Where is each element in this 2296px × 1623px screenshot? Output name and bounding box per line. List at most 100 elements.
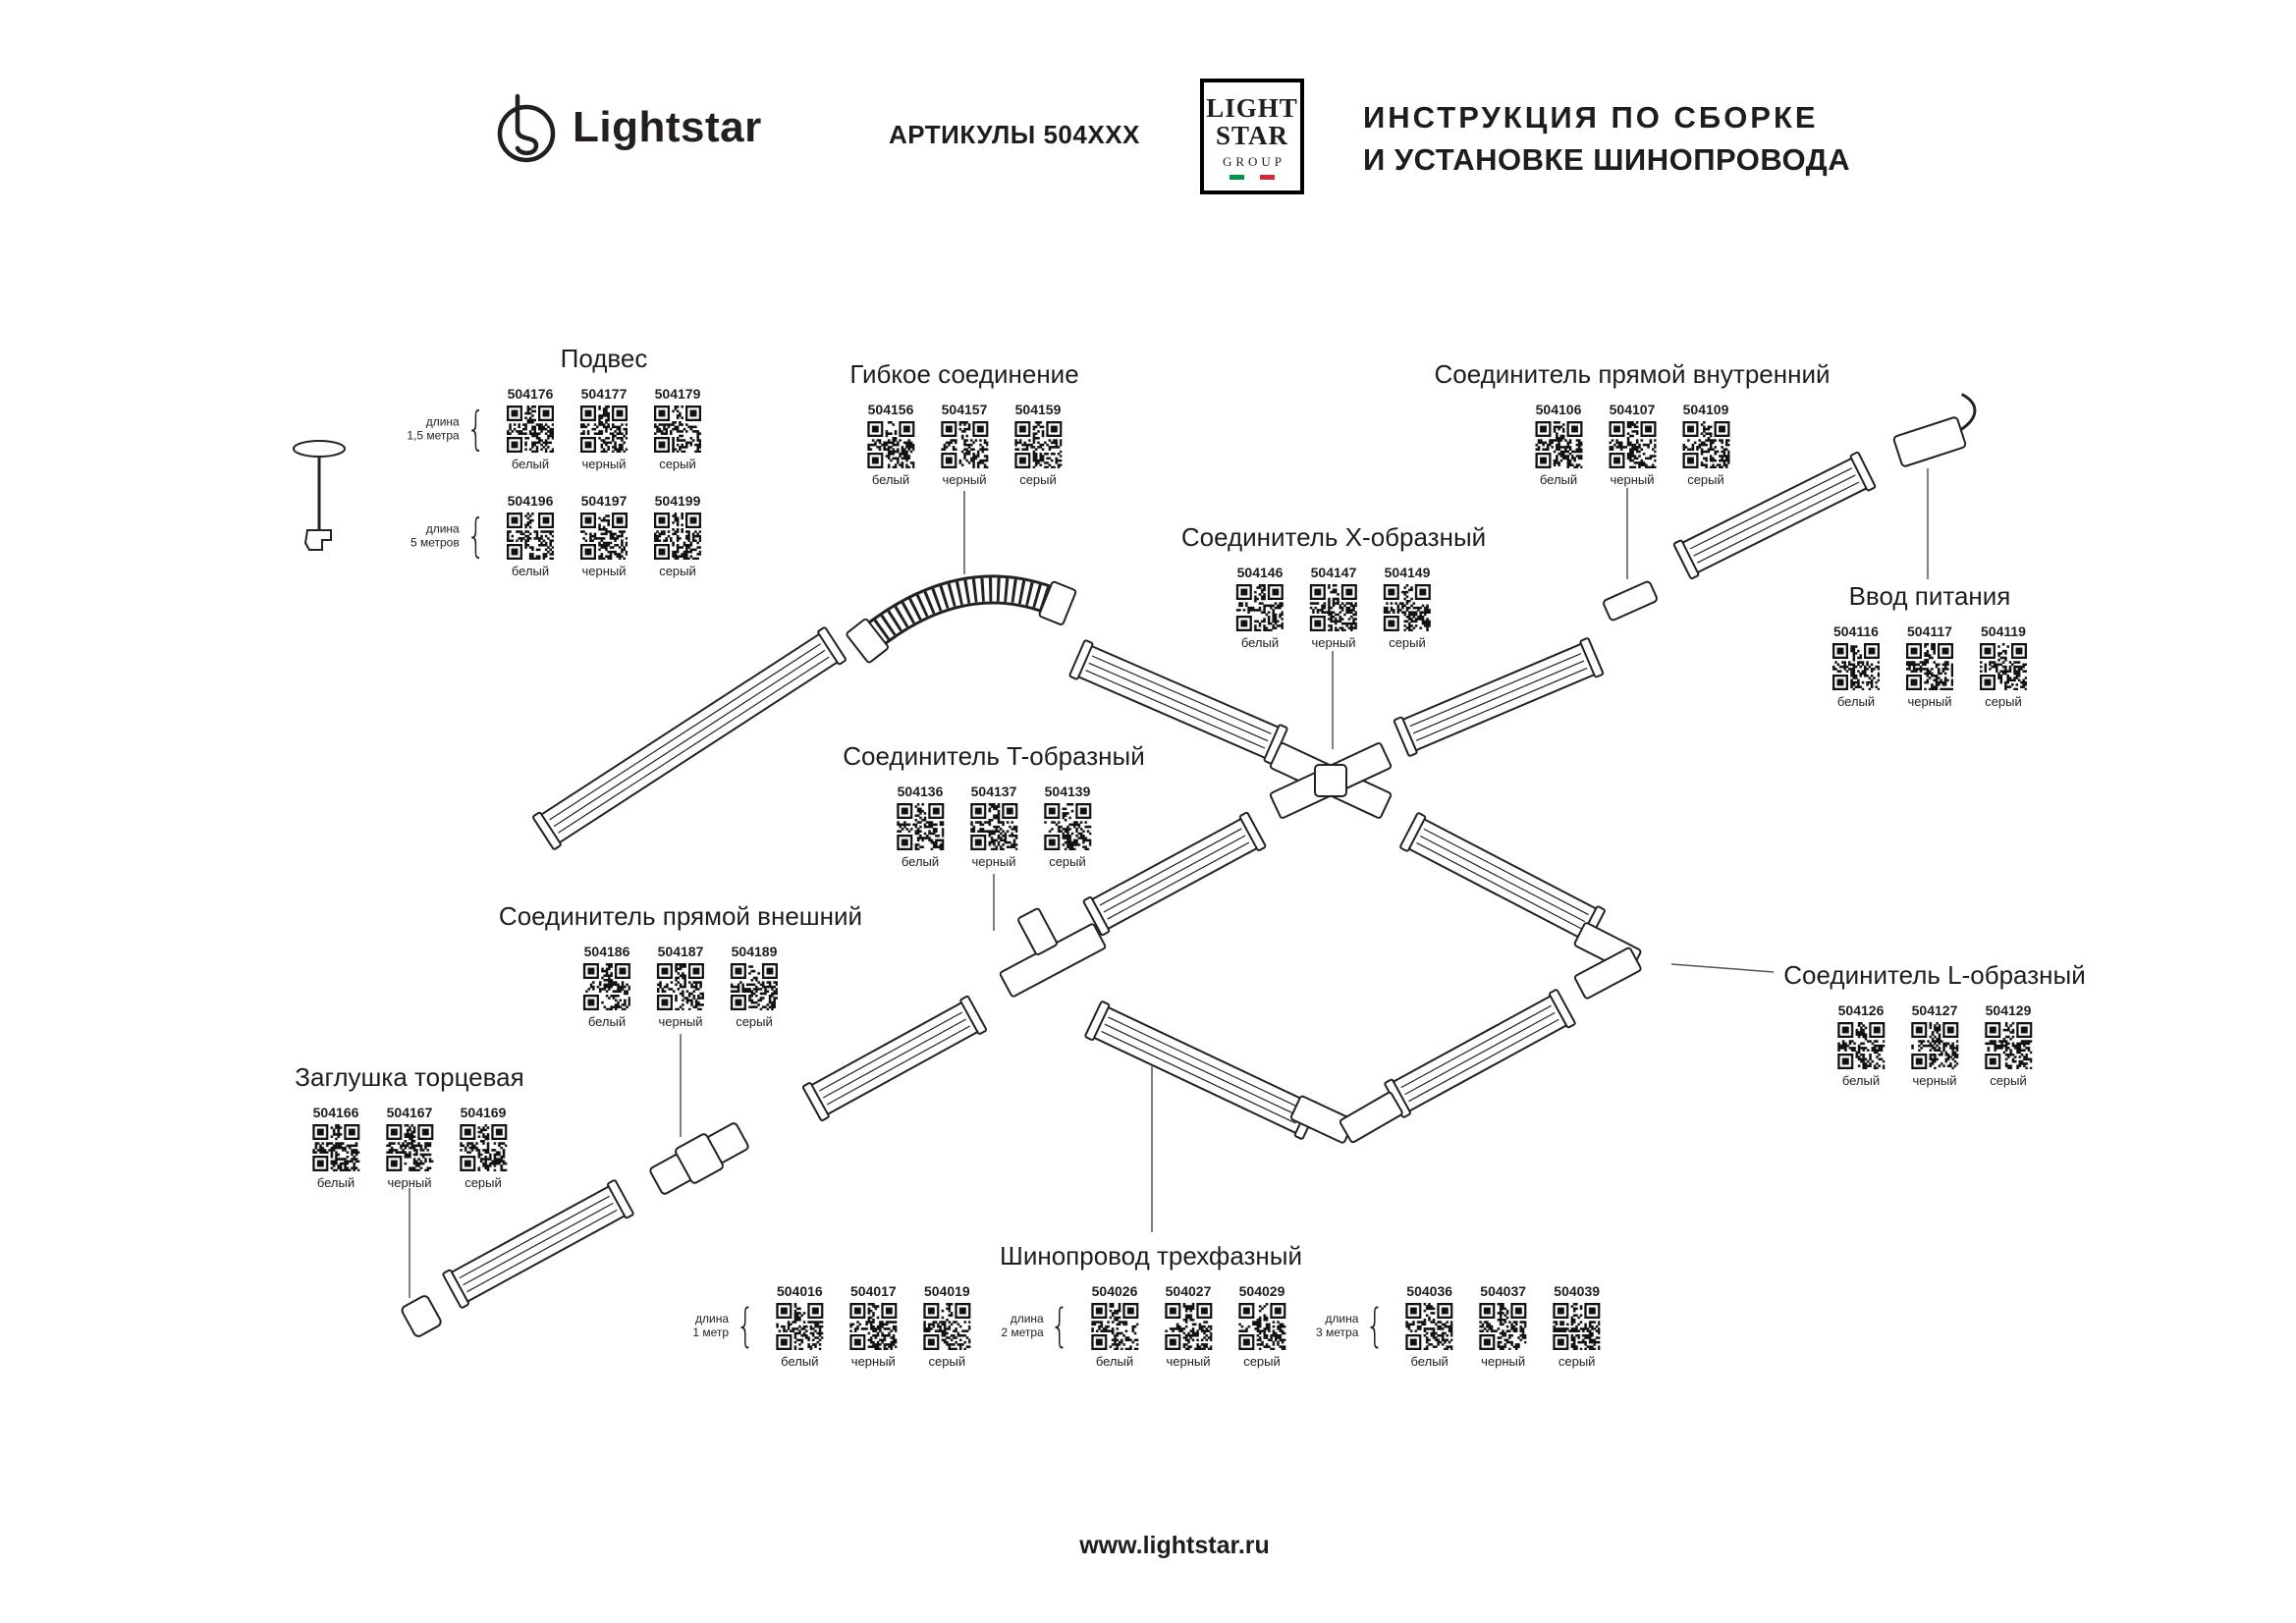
color-label: черный [1610, 472, 1655, 487]
length-label-line: длина [1010, 1312, 1044, 1326]
article-code: 504186 [583, 944, 630, 959]
group-title: Ввод питания [1848, 581, 2011, 611]
length-label-line: 1 метр [692, 1325, 730, 1340]
length-label-line: длина [1325, 1312, 1359, 1326]
qr-code-504129 [1984, 1022, 2032, 1069]
qr-code-504016 [776, 1303, 824, 1350]
qr-code-504119 [1980, 643, 2027, 690]
color-label: белый [1410, 1354, 1449, 1369]
qr-code-504036 [1405, 1303, 1453, 1350]
lightstar-logo-icon [497, 93, 556, 163]
brace-glyph: { [465, 508, 485, 562]
external-connector-drawing [649, 1122, 749, 1195]
qr-code-504139 [1044, 803, 1091, 850]
qr-code-504146 [1235, 584, 1284, 631]
qr-code-504186 [582, 963, 630, 1010]
qr-code-504029 [1237, 1303, 1285, 1350]
qr-code-504137 [970, 803, 1017, 850]
article-code: 504179 [654, 386, 701, 402]
length-label-line: 5 метров [410, 535, 460, 550]
qr-code-504176 [507, 406, 554, 453]
qr-code-504177 [580, 406, 628, 453]
article-code: 504039 [1554, 1283, 1601, 1299]
group-title: Соединитель X-образный [1180, 522, 1487, 552]
qr-code-504149 [1383, 584, 1431, 631]
article-code: 504017 [849, 1283, 897, 1299]
color-label: черный [1481, 1354, 1526, 1369]
qr-code-504147 [1309, 584, 1357, 631]
article-code: 504166 [312, 1105, 359, 1120]
article-code: 504176 [507, 386, 554, 402]
article-code: 504106 [1535, 402, 1582, 417]
brace-glyph: { [1365, 1298, 1385, 1352]
lightstar-logo: Lightstar [496, 90, 762, 165]
qr-code-504166 [311, 1124, 359, 1171]
qr-code-504126 [1836, 1022, 1885, 1069]
group-title: Соединитель L-образный [1783, 960, 2086, 990]
length-label-line: 3 метра [1315, 1325, 1359, 1340]
page-title-line1: ИНСТРУКЦИЯ ПО СБОРКЕ [1363, 100, 1819, 135]
qr-code-504037 [1479, 1303, 1527, 1350]
color-label: белый [316, 1175, 355, 1190]
group-title: Шинопровод трехфазный [999, 1241, 1302, 1271]
color-label: черный [581, 564, 627, 578]
qr-code-504109 [1682, 421, 1729, 468]
brace-glyph: { [465, 401, 485, 455]
qr-code-504026 [1090, 1303, 1138, 1350]
color-label: черный [1311, 635, 1356, 650]
website-url: www.lightstar.ru [1079, 1532, 1270, 1559]
article-code: 504157 [941, 402, 988, 417]
qr-code-504189 [730, 963, 778, 1010]
qr-code-504117 [1906, 643, 1953, 690]
color-label: черный [850, 1354, 896, 1369]
group-title: Соединитель прямой внутренний [1434, 359, 1831, 389]
qr-code-504136 [897, 803, 944, 850]
brace-glyph: { [736, 1298, 755, 1352]
badge-line-light: LIGHT [1206, 92, 1298, 123]
article-code: 504137 [970, 784, 1017, 799]
article-code: 504126 [1837, 1002, 1885, 1018]
color-label: белый [1240, 635, 1280, 650]
color-label: белый [1836, 694, 1876, 709]
article-code: 504107 [1609, 402, 1656, 417]
lightstar-group-badge: LIGHT STAR GROUP [1200, 79, 1304, 194]
